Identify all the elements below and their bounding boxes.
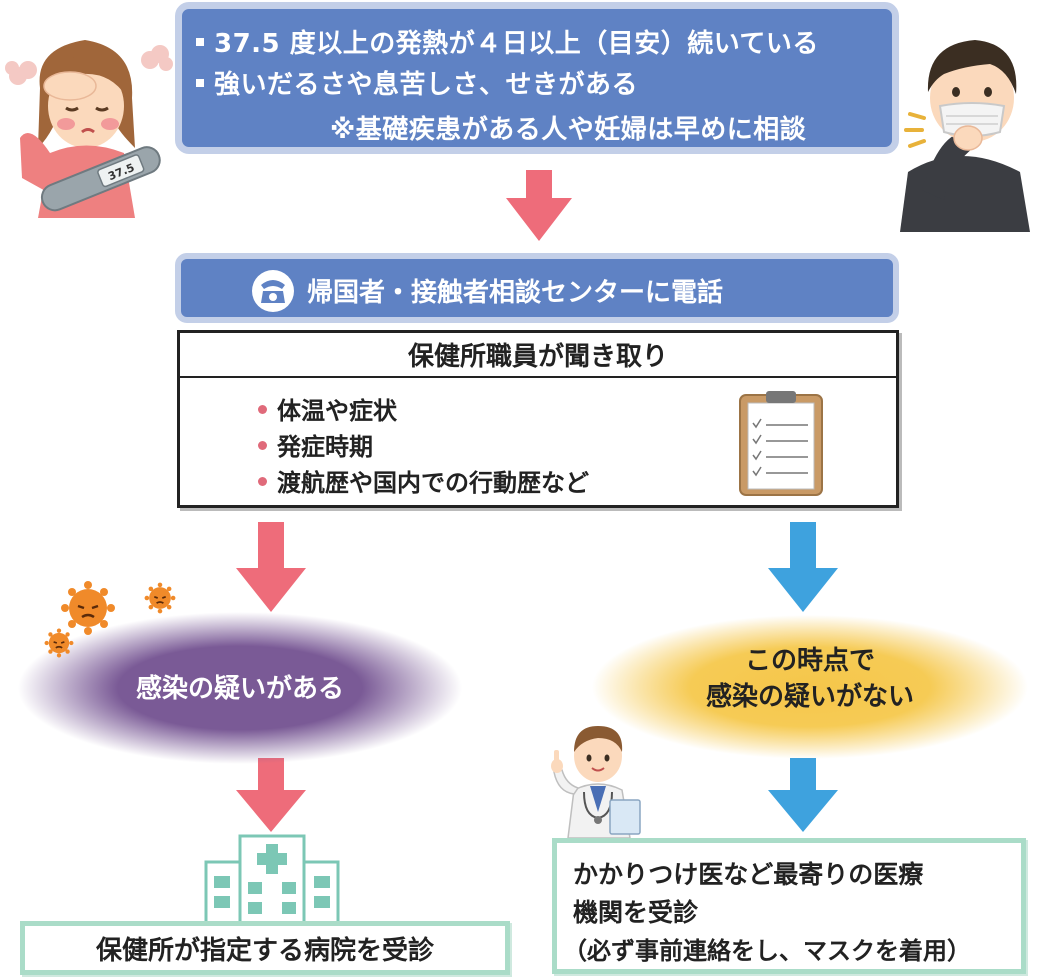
arrow-down-top bbox=[506, 170, 572, 241]
symptom-box: 37.5 度以上の発熱が４日以上（目安）続いている 強いだるさや息苦しさ、せきが… bbox=[175, 2, 899, 154]
hospital-icon bbox=[204, 834, 340, 924]
interview-item-temperature: 体温や症状 bbox=[258, 391, 397, 426]
suspected-glow bbox=[18, 612, 462, 764]
interview-title: 保健所職員が聞き取り bbox=[180, 333, 896, 378]
symptom-fever-text: 37.5 度以上の発熱が４日以上（目安）続いている bbox=[214, 29, 819, 59]
symptom-line-fatigue: 強いだるさや息苦しさ、せきがある bbox=[196, 64, 638, 101]
designated-hospital-box: 保健所が指定する病院を受診 bbox=[20, 921, 510, 975]
virus-icon bbox=[44, 628, 74, 658]
arrow-down-right-1 bbox=[768, 522, 838, 612]
arrow-down-left-2 bbox=[236, 758, 306, 832]
symptom-line-fever: 37.5 度以上の発熱が４日以上（目安）続いている bbox=[196, 23, 819, 60]
interview-item-travel: 渡航歴や国内での行動歴など bbox=[258, 463, 589, 498]
interview-item-text: 体温や症状 bbox=[277, 397, 397, 425]
bullet-dot-icon bbox=[258, 476, 267, 486]
call-center-label: 帰国者・接触者相談センターに電話 bbox=[307, 278, 724, 308]
symptom-fatigue-text: 強いだるさや息苦しさ、せきがある bbox=[214, 70, 639, 100]
virus-icon bbox=[144, 582, 176, 614]
clinic-line-3: （必ず事前連絡をし、マスクを着用） bbox=[563, 937, 971, 965]
clinic-line-1: かかりつけ医など最寄りの医療 bbox=[573, 860, 924, 889]
arrow-down-left-1 bbox=[236, 522, 306, 612]
interview-box: 保健所職員が聞き取り 体温や症状 発症時期 渡航歴や国内での行動歴など bbox=[177, 330, 899, 508]
interview-item-onset: 発症時期 bbox=[258, 427, 373, 462]
coughing-man-illustration bbox=[900, 40, 1030, 232]
clipboard-icon bbox=[739, 391, 823, 496]
interview-item-text: 渡航歴や国内での行動歴など bbox=[277, 469, 589, 497]
not-suspected-line2: 感染の疑いがない bbox=[705, 682, 914, 712]
symptom-note: ※基礎疾患がある人や妊婦は早めに相談 bbox=[330, 115, 807, 145]
doctor-illustration bbox=[551, 726, 641, 838]
sick-woman-illustration: 37.5 bbox=[5, 40, 173, 218]
bullet-square-icon bbox=[196, 37, 204, 46]
call-center-bar: 帰国者・接触者相談センターに電話 bbox=[175, 253, 899, 323]
local-clinic-box: かかりつけ医など最寄りの医療 機関を受診 （必ず事前連絡をし、マスクを着用） bbox=[552, 838, 1026, 974]
arrow-down-right-2 bbox=[768, 758, 838, 832]
phone-icon bbox=[252, 270, 294, 312]
bullet-dot-icon bbox=[258, 440, 267, 450]
suspected-label: 感染の疑いがある bbox=[135, 674, 344, 704]
clinic-line-2: 機関を受診 bbox=[573, 898, 699, 927]
bullet-dot-icon bbox=[258, 404, 267, 414]
bullet-square-icon bbox=[196, 78, 204, 87]
not-suspected-line1: この時点で bbox=[744, 646, 875, 676]
virus-icon bbox=[61, 581, 115, 635]
interview-item-text: 発症時期 bbox=[277, 433, 373, 461]
not-suspected-glow bbox=[592, 615, 1028, 759]
